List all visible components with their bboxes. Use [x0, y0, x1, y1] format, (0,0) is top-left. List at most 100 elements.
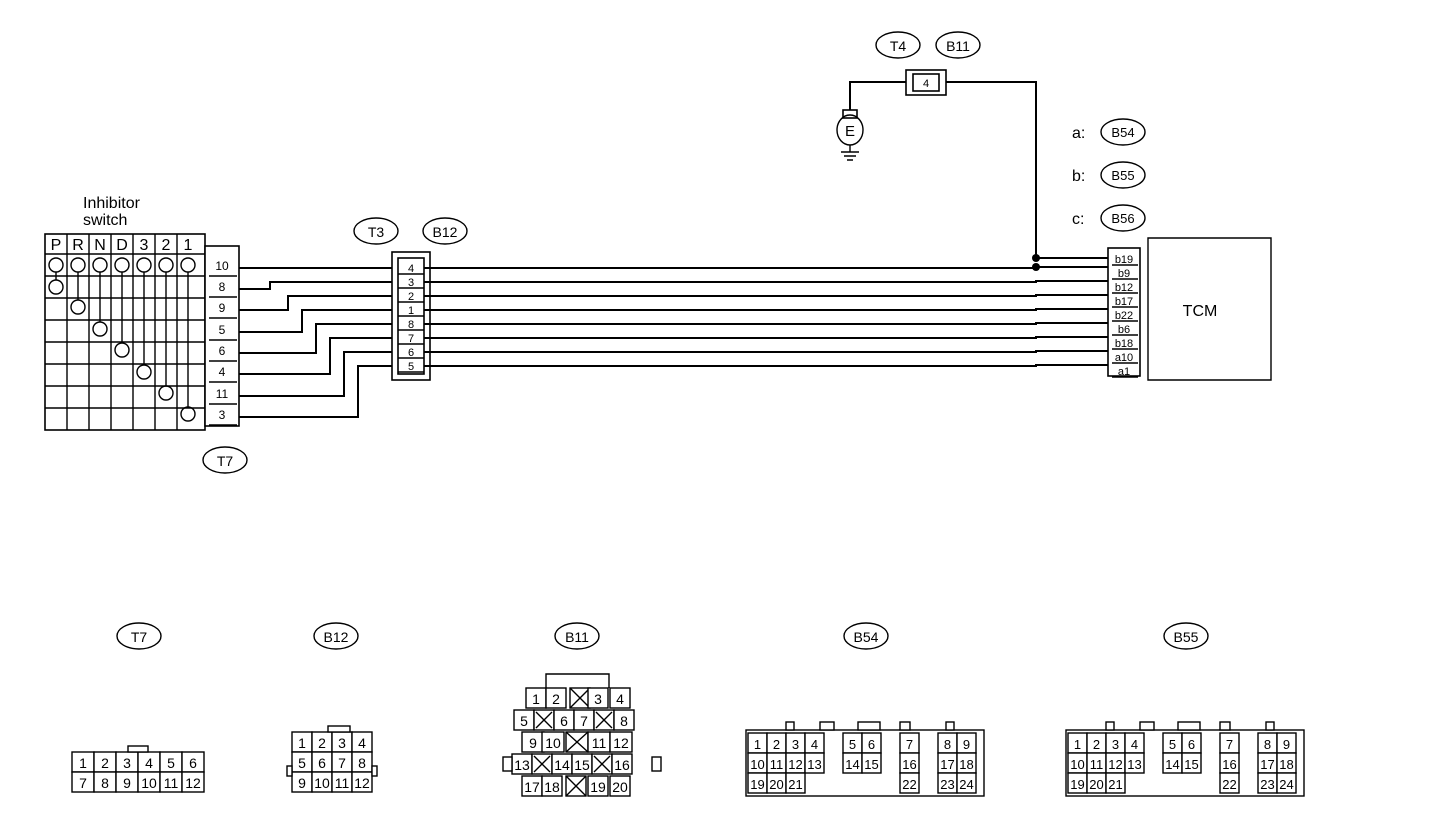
tcm-pin: b22 [1115, 310, 1133, 322]
pin-number: 16 [1222, 757, 1236, 772]
pin-number: 5 [520, 713, 528, 729]
blank-cell-cross [565, 731, 589, 753]
position-label: 2 [162, 237, 171, 254]
pin-number: 3 [792, 737, 799, 752]
legend-connector-badge [1100, 161, 1146, 189]
pin-number: 7 [906, 737, 913, 752]
inhibitor-pin: 10 [215, 259, 229, 273]
pin-number: 2 [318, 735, 326, 751]
pin-number: 13 [807, 757, 821, 772]
pin-number: 14 [1165, 757, 1179, 772]
legend-connector-badge [1100, 118, 1146, 146]
connector-cell [785, 772, 806, 794]
pin-number: 8 [1264, 737, 1271, 752]
inhibitor-contacts [48, 257, 196, 422]
blank-cell-cross [595, 711, 613, 729]
face-b11-title: B11 [565, 629, 589, 645]
face-t7-badge [116, 622, 162, 650]
pin-number: 23 [1260, 777, 1274, 792]
pin-number: 8 [358, 755, 366, 771]
t3-connector-badge [353, 217, 399, 245]
wire [239, 281, 398, 290]
connector-cell [1105, 772, 1126, 794]
pin-number: 5 [167, 755, 175, 771]
pin-number: 15 [1184, 757, 1198, 772]
inhibitor-pin: 3 [219, 408, 226, 422]
connector-cell [1181, 752, 1202, 774]
position-label: R [72, 237, 84, 254]
legend-key: c: [1072, 211, 1084, 228]
latch [1139, 721, 1155, 731]
t3-connector-label: T3 [368, 224, 385, 240]
latch [899, 721, 911, 731]
wire [424, 294, 1110, 297]
connector-cell [804, 752, 825, 774]
tcm-pin: b9 [1118, 268, 1130, 280]
position-label: 1 [184, 237, 193, 254]
pin-number: 18 [544, 779, 560, 795]
pin-number: 17 [524, 779, 540, 795]
pin-number: 4 [145, 755, 153, 771]
pin-number: 7 [79, 775, 87, 791]
pin-number: 4 [358, 735, 366, 751]
side-tab [286, 765, 293, 777]
t4-connector-label: T4 [890, 38, 907, 54]
position-label: 3 [140, 237, 149, 254]
latch [945, 721, 955, 731]
pin-number: 18 [959, 757, 973, 772]
pin-number: 9 [298, 775, 306, 791]
junction-pin: 8 [408, 319, 414, 331]
legend-key: b: [1072, 168, 1085, 185]
t4-connector-inner [912, 73, 940, 92]
pin-number: 9 [123, 775, 131, 791]
legend-connector: B56 [1111, 211, 1134, 226]
face-b54-title: B54 [854, 629, 879, 645]
inhibitor-title-line1: Inhibitor [83, 195, 141, 212]
pin-number: 20 [612, 779, 628, 795]
pin-number: 17 [940, 757, 954, 772]
connector-cell [899, 772, 920, 794]
inhibitor-pin: 5 [219, 323, 226, 337]
latch [857, 721, 881, 731]
pin-number: 24 [1279, 777, 1293, 792]
connector-cell [861, 752, 882, 774]
wire [424, 266, 1110, 269]
pin-number: 5 [1169, 737, 1176, 752]
wire [424, 322, 1110, 325]
pin-number: 12 [185, 775, 201, 791]
face-b55-badge [1163, 622, 1209, 650]
inhibitor-pin: 4 [219, 365, 226, 379]
wires-switch-to-junction [239, 267, 398, 418]
b12-connector-badge [422, 217, 468, 245]
face-t7-title: T7 [131, 629, 148, 645]
pin-number: 3 [594, 691, 602, 707]
pin-number: 20 [769, 777, 783, 792]
pin-number: 2 [773, 737, 780, 752]
position-label: P [51, 237, 62, 254]
tcm-pin: b12 [1115, 282, 1133, 294]
ground-label: E [845, 123, 855, 140]
inhibitor-grid [45, 234, 205, 430]
wire [424, 350, 1110, 353]
connector-cell [565, 775, 587, 797]
pin-number: 12 [1108, 757, 1122, 772]
blank-cell-cross [533, 755, 551, 773]
pin-number: 21 [1108, 777, 1122, 792]
pin-number: 2 [1093, 737, 1100, 752]
pin-number: 15 [864, 757, 878, 772]
pin-number: 4 [1131, 737, 1138, 752]
pin-number: 11 [335, 775, 350, 791]
tcm-pin: b18 [1115, 338, 1133, 350]
pin-number: 11 [592, 735, 607, 751]
ground-stub [842, 109, 858, 119]
pin-number: 1 [79, 755, 87, 771]
pin-number: 20 [1089, 777, 1103, 792]
pin-number: 8 [620, 713, 628, 729]
